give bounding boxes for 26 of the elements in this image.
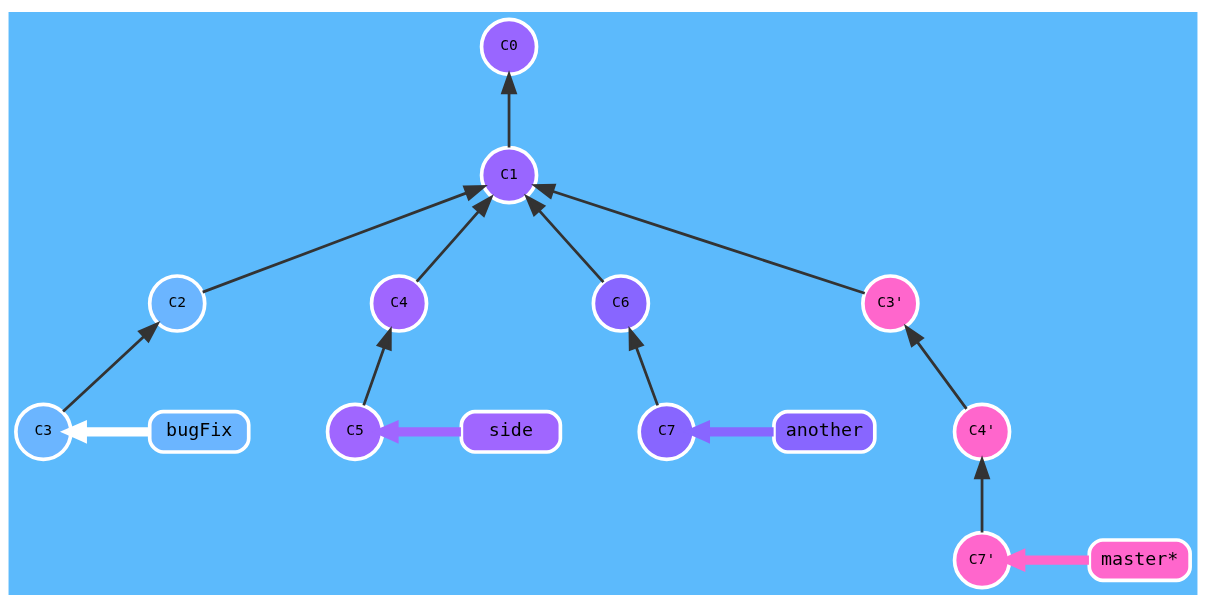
node-circle: C5 [325, 402, 385, 462]
arrow [500, 70, 518, 148]
arrow [628, 326, 659, 406]
arrow [202, 184, 488, 294]
node-circle: C2 [147, 274, 207, 333]
arrow [903, 323, 968, 410]
node-circle: C6 [591, 274, 651, 333]
node-circle: C7 [637, 402, 697, 462]
node-circle: C4 [369, 274, 429, 333]
node-box: another [772, 409, 877, 454]
node-circle: C3' [861, 274, 920, 333]
node-box: bugFix [147, 409, 251, 454]
arrow [362, 326, 392, 406]
node-box: side [459, 409, 563, 454]
node-circle: C7' [952, 530, 1012, 590]
node-circle: C1 [479, 145, 539, 205]
node-circle: C3 [14, 402, 73, 462]
node-circle: C4' [952, 402, 1012, 462]
arrow [62, 320, 161, 413]
node-circle: C0 [479, 17, 539, 77]
arrow [531, 183, 866, 295]
arrow [524, 193, 605, 284]
arrow [59, 420, 150, 444]
node-box: master* [1087, 538, 1192, 583]
arrow [415, 194, 494, 283]
arrow [973, 455, 991, 533]
